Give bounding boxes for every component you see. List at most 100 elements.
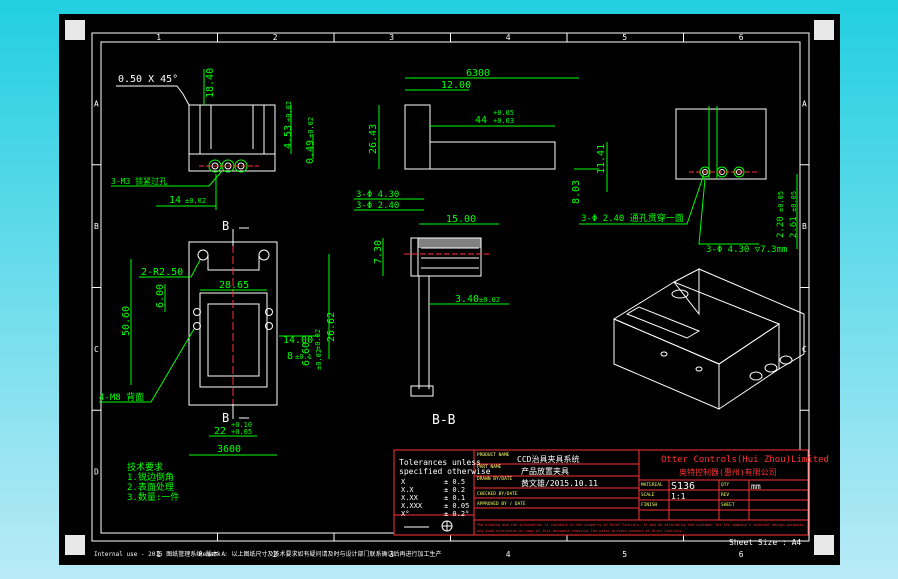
- top-view: B B 2-R2.50 28.65 6.00 50.60 14.00 ±0.02…: [99, 219, 337, 456]
- dim-340-tol: ±0.02: [479, 296, 500, 304]
- right-note-hole: 3-Φ 2.40 通孔贯穿一面: [581, 212, 684, 224]
- drawing-no: S136: [671, 481, 695, 492]
- zone-col-2-bottom: 2: [273, 550, 278, 559]
- dim-44-tol-up: +0.05: [493, 109, 514, 117]
- label-part: PART NAME: [477, 464, 502, 470]
- zone-row-A-left: A: [94, 99, 99, 108]
- section-label-top: B: [222, 219, 229, 233]
- corner-mark-tl: [65, 20, 85, 40]
- side-view: 6300 12.00 44 +0.05 +0.03 26.43 8.03 11.…: [368, 68, 608, 204]
- side-view-outline: [404, 104, 556, 170]
- tech-note-0: 技术要求: [127, 461, 163, 473]
- section-view: 3-Φ 4.30 3-Φ 2.40 15.00 7.30 3.40 ±0.02 …: [354, 190, 509, 428]
- label-material: MATERIAL: [641, 482, 663, 488]
- dim-height-top: 18.40: [205, 68, 216, 98]
- tech-note-1: 1.锐边倒角: [127, 471, 174, 483]
- dim-1500: 15.00: [446, 214, 476, 225]
- value-drawn: 黄文雄/2015.10.11: [521, 478, 598, 488]
- corner-mark-tr: [814, 20, 834, 40]
- tol-value-4: ± 0.2°: [444, 510, 469, 518]
- dim-049-tol: ±0.02: [307, 117, 315, 138]
- dim-2662: 26.62: [326, 312, 337, 342]
- zone-row-A-right: A: [802, 99, 807, 108]
- dim-width-14-tol: ±0.02: [185, 197, 206, 205]
- tol-key-4: X°: [401, 510, 409, 518]
- zone-col-1-bottom: 1: [156, 550, 161, 559]
- dim-1200: 12.00: [441, 80, 471, 91]
- label-drawn: DRAWN BY/DATE: [477, 476, 513, 482]
- tol-title-1: Tolerances unless: [399, 458, 481, 467]
- label-sheet: SHEET: [721, 502, 735, 508]
- tol-key-0: X: [401, 478, 406, 486]
- dim-660: 6.60: [301, 342, 312, 366]
- label-checked: CHECKED BY/DATE: [477, 491, 518, 497]
- section-label-240: 3-Φ 2.40: [356, 201, 399, 211]
- tol-title-2: specified otherwise: [399, 467, 491, 476]
- dim-44-tol-down: +0.03: [493, 117, 514, 125]
- tol-key-3: X.XXX: [401, 502, 423, 510]
- cad-drawing: 112233445566AABBCCDD 0.50 X 45° 18.40 4.…: [65, 20, 834, 559]
- label-qty: QTY: [721, 482, 729, 488]
- company-cn: 奥特控制器(惠州)有限公司: [679, 467, 777, 477]
- dim-730: 7.30: [373, 240, 384, 264]
- disclaimer-2: Any such alteration or copy of this docu…: [477, 529, 684, 533]
- dim-22-tol-up: +0.10: [231, 421, 252, 429]
- dim-8: 8: [287, 351, 293, 362]
- dim-600: 6.00: [155, 284, 166, 308]
- zone-col-5-top: 5: [622, 33, 627, 42]
- dim-453: 4.53: [283, 125, 294, 149]
- dim-261: 2.61: [789, 216, 799, 238]
- front-view: 0.50 X 45° 18.40 4.53 ±0.02 0.49 ±0.02 1…: [111, 68, 316, 210]
- isometric-view: [612, 268, 805, 410]
- sheet-size: Sheet Size : A4: [729, 538, 801, 547]
- dim-2865: 28.65: [219, 280, 249, 291]
- dim-3600: 3600: [217, 444, 241, 455]
- dim-049: 0.49: [305, 140, 316, 164]
- dim-220-tol: ±0.05: [777, 191, 785, 212]
- dim-22: 22: [214, 426, 226, 437]
- tol-value-2: ± 0.1: [444, 494, 465, 502]
- front-note-m3: 3-M3 锁紧过孔: [111, 176, 167, 186]
- tol-value-3: ± 0.05: [444, 502, 469, 510]
- dim-1400-tol: ±0.02: [314, 329, 322, 350]
- corner-mark-bl: [65, 535, 85, 555]
- title-block: Tolerances unless specified otherwise X ±…: [393, 449, 829, 536]
- zone-row-B-left: B: [94, 222, 99, 231]
- zone-col-3-top: 3: [389, 33, 394, 42]
- dim-660-tol: ±0.02: [315, 349, 323, 370]
- note-m8: 4-M8 背面: [99, 391, 144, 403]
- dim-6300: 6300: [466, 68, 490, 79]
- dim-803: 8.03: [571, 180, 582, 204]
- zone-col-1-top: 1: [156, 33, 161, 42]
- zone-col-5-bottom: 5: [622, 550, 627, 559]
- dim-radius: 2-R2.50: [141, 267, 183, 278]
- tech-note-3: 3.数量:一件: [127, 491, 179, 503]
- tol-key-2: X.XX: [401, 494, 419, 502]
- tech-notes: 技术要求 1.锐边倒角 2.表面处理 3.数量:一件: [127, 461, 179, 503]
- drawing-sheet: 112233445566AABBCCDD 0.50 X 45° 18.40 4.…: [59, 14, 840, 565]
- value-product: CCD治具夹具系统: [517, 454, 579, 464]
- right-view: 3-Φ 2.40 通孔贯穿一面 2.20 ±0.05 2.61 ±0.05 3-…: [579, 106, 799, 255]
- dim-2643: 26.43: [368, 124, 379, 154]
- chamfer-label: 0.50 X 45°: [118, 74, 178, 85]
- section-label-bottom: B: [222, 411, 229, 425]
- dim-44: 44: [475, 115, 487, 126]
- zone-row-D-left: D: [94, 468, 99, 477]
- section-label-430: 3-Φ 4.30: [356, 190, 399, 200]
- label-rev: REV: [721, 492, 729, 498]
- zone-col-6-bottom: 6: [739, 550, 744, 559]
- dim-340: 3.40: [455, 294, 479, 305]
- label-finish: FINISH: [641, 502, 658, 508]
- dim-261-tol: ±0.05: [790, 191, 798, 212]
- zone-row-B-right: B: [802, 222, 807, 231]
- right-note-counterbore: 3-Φ 4.30 ▽7.3mm: [706, 245, 787, 255]
- zone-row-C-left: C: [94, 345, 99, 354]
- dim-22-tol-down: +0.05: [231, 428, 252, 436]
- scale-value: 1:1: [671, 492, 686, 501]
- dim-220: 2.20: [776, 216, 786, 238]
- zone-col-4-top: 4: [506, 33, 511, 42]
- dim-1400: 14.00: [283, 335, 313, 346]
- zone-col-6-top: 6: [739, 33, 744, 42]
- disclaimer-1: The drawing and the information it conta…: [477, 523, 806, 527]
- right-view-outline: [675, 108, 767, 180]
